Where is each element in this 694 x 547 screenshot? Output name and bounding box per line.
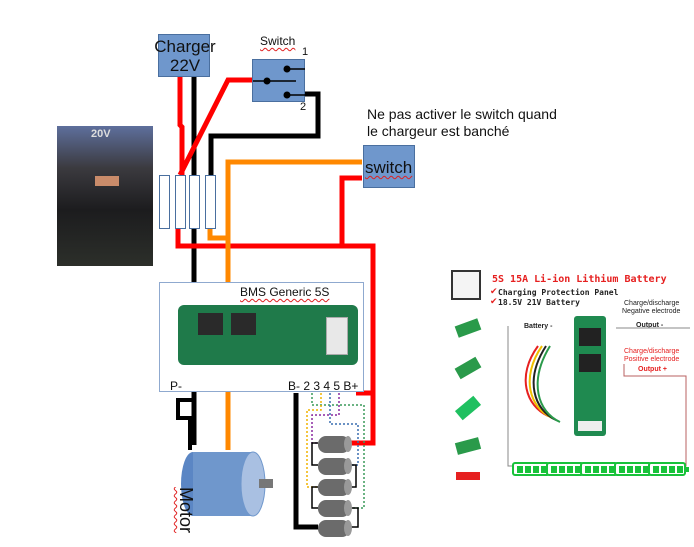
charger-red-wire: [177, 77, 185, 175]
balance-wire-green: [311, 393, 365, 509]
top-switch-pin1: 1: [302, 46, 309, 58]
cell-link: [311, 486, 318, 509]
product-title: 5S 15A Li-ion Lithium Battery: [492, 274, 667, 285]
product-pos-label-1: Charge/discharge: [624, 348, 680, 355]
p-minus-wire: [176, 380, 196, 450]
product-output-minus: Output -: [636, 322, 664, 329]
connector-block-1: [159, 175, 170, 229]
product-cell: [614, 462, 655, 476]
switch-red-wire: [177, 77, 253, 177]
cell-1: [318, 436, 352, 453]
bms-frame: BMS Generic 5S P- B- 2 3 4 5 B+: [159, 282, 364, 393]
top-switch-pin2: 2: [300, 101, 307, 113]
check-icon: ✔: [490, 286, 498, 296]
battery-contacts: [95, 176, 119, 186]
balance-wire-purple: [311, 393, 340, 444]
check-icon: ✔: [490, 296, 498, 306]
product-cell: [580, 462, 621, 476]
side-switch-box[interactable]: switch: [363, 145, 415, 188]
side-switch-label: switch: [365, 158, 413, 177]
top-switch-title: Switch: [260, 34, 296, 48]
product-cell: [546, 462, 587, 476]
cell-link: [350, 464, 357, 488]
product-line2: 18.5V 21V Battery: [498, 298, 580, 307]
red-main-wire: [175, 228, 376, 446]
product-neg-label-1: Charge/discharge: [624, 300, 680, 307]
product-pos-label-2: Positive electrode: [624, 356, 680, 363]
charger-label-line1: Charger: [154, 37, 216, 56]
product-thumb: [456, 472, 480, 480]
product-wiring: [507, 316, 690, 467]
connector-block-2: [175, 175, 186, 229]
cell-2: [318, 458, 352, 475]
product-thumbnail: [451, 270, 481, 300]
charger-label-line2: 22V: [169, 56, 201, 75]
b-minus-wire: [293, 393, 318, 530]
warning-note-line2: le chargeur est banché: [367, 123, 510, 139]
product-neg-label-2: Negative electrode: [622, 308, 681, 315]
red-switch-wire: [339, 175, 362, 246]
connector-block-3: [189, 175, 200, 229]
bms-pin-p-minus: P-: [170, 379, 182, 393]
top-switch-box[interactable]: [252, 59, 306, 102]
product-image: 5S 15A Li-ion Lithium Battery Charging P…: [446, 266, 690, 486]
warning-note-line1: Ne pas activer le switch quand: [367, 106, 557, 122]
motor-label: Motor: [176, 487, 196, 534]
cell-5: [318, 520, 352, 537]
product-cell: [648, 462, 689, 476]
balance-connector: [326, 317, 348, 355]
cell-link: [350, 507, 359, 528]
product-output-plus: Output +: [638, 366, 667, 373]
mosfet: [198, 313, 223, 335]
bms-title: BMS Generic 5S: [240, 285, 330, 299]
battery-cells: [318, 436, 352, 537]
mosfet: [231, 313, 256, 335]
switch-black-wire: [208, 91, 321, 176]
product-line1: Charging Protection Panel: [498, 288, 619, 297]
cell-link: [311, 442, 318, 466]
orange-connector-wire: [207, 228, 228, 241]
charger-box: Charger 22V: [154, 34, 216, 77]
cell-3: [318, 479, 352, 496]
switch-contacts-icon: [253, 65, 306, 99]
product-battery-minus: Battery -: [524, 323, 553, 330]
cell-4: [318, 500, 352, 517]
battery-photo-label: 20V: [91, 128, 111, 140]
bms-pcb: [178, 305, 358, 365]
connector-block-4: [205, 175, 216, 229]
bms-pin-labels: B- 2 3 4 5 B+: [288, 379, 359, 393]
product-cell: [512, 462, 553, 476]
motor: [181, 451, 273, 517]
battery-photo: 20V: [57, 126, 153, 266]
